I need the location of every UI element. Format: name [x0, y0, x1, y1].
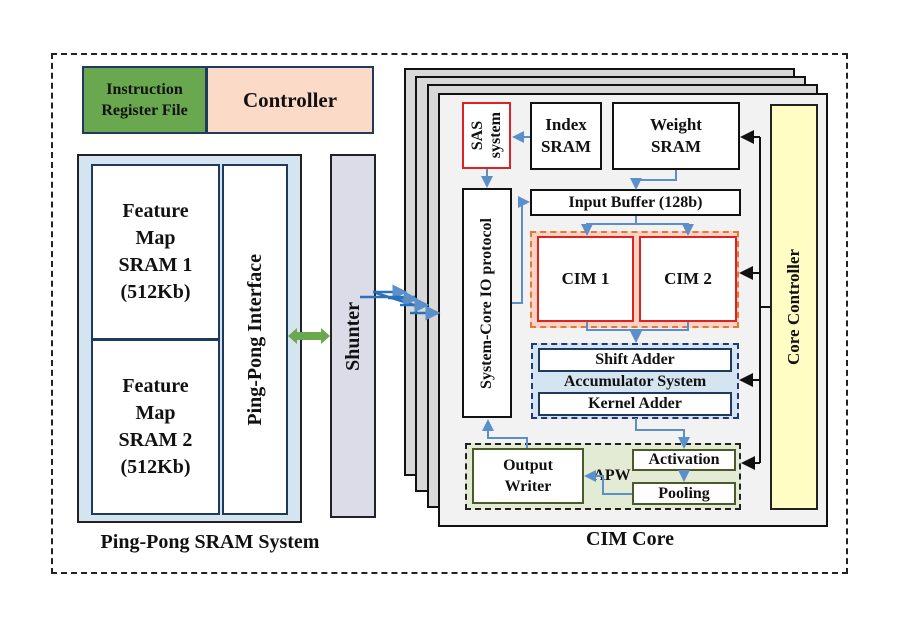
shunter-fanout-arrows — [360, 284, 441, 321]
index-sram-line-1: Index — [545, 115, 587, 134]
dataflow-arrows — [481, 131, 694, 495]
weight-sram-line-1: Weight — [650, 115, 702, 134]
controller-label: Controller — [242, 87, 338, 112]
output-writer-line-2: Writer — [504, 478, 552, 495]
system-core-io-protocol: System-Core IO protocol — [462, 188, 512, 418]
shunter: Shunter — [330, 154, 376, 518]
core-controller: Core Controller — [770, 104, 818, 510]
control-arrows — [739, 130, 770, 470]
accumulator-system-label: Accumulator System — [563, 373, 707, 390]
controller: Controller — [206, 66, 374, 134]
fm1-line-3: SRAM 1 — [118, 254, 193, 276]
index-sram-line-2: SRAM — [540, 137, 592, 156]
pooling: Pooling — [632, 482, 736, 505]
fm1-line-1: Feature — [122, 200, 189, 222]
fm1-line-4: (512Kb) — [120, 281, 191, 303]
fm2-line-3: SRAM 2 — [118, 429, 193, 451]
irf-line-1: Instruction — [106, 81, 183, 98]
input-buffer: Input Buffer (128b) — [530, 189, 741, 216]
irf-line-2: Register File — [101, 102, 188, 119]
system-boundary — [51, 53, 848, 574]
output-writer-line-1: Output — [503, 457, 553, 474]
ping-pong-interface: Ping-Pong Interface — [222, 164, 288, 515]
ping-pong-system-label: Ping-Pong SRAM System — [100, 531, 320, 553]
fm2-line-2: Map — [135, 402, 176, 424]
cim-1: CIM 1 — [537, 236, 634, 322]
fm2-line-1: Feature — [122, 375, 189, 397]
shift-adder: Shift Adder — [538, 348, 732, 372]
cim-core-label: CIM Core — [586, 528, 674, 550]
fm2-line-4: (512Kb) — [120, 456, 191, 478]
bidirectional-arrow-icon — [288, 328, 330, 344]
cim-2: CIM 2 — [639, 236, 737, 322]
kernel-adder: Kernel Adder — [538, 392, 732, 416]
weight-sram-line-2: SRAM — [650, 137, 702, 156]
fm1-line-2: Map — [135, 227, 176, 249]
